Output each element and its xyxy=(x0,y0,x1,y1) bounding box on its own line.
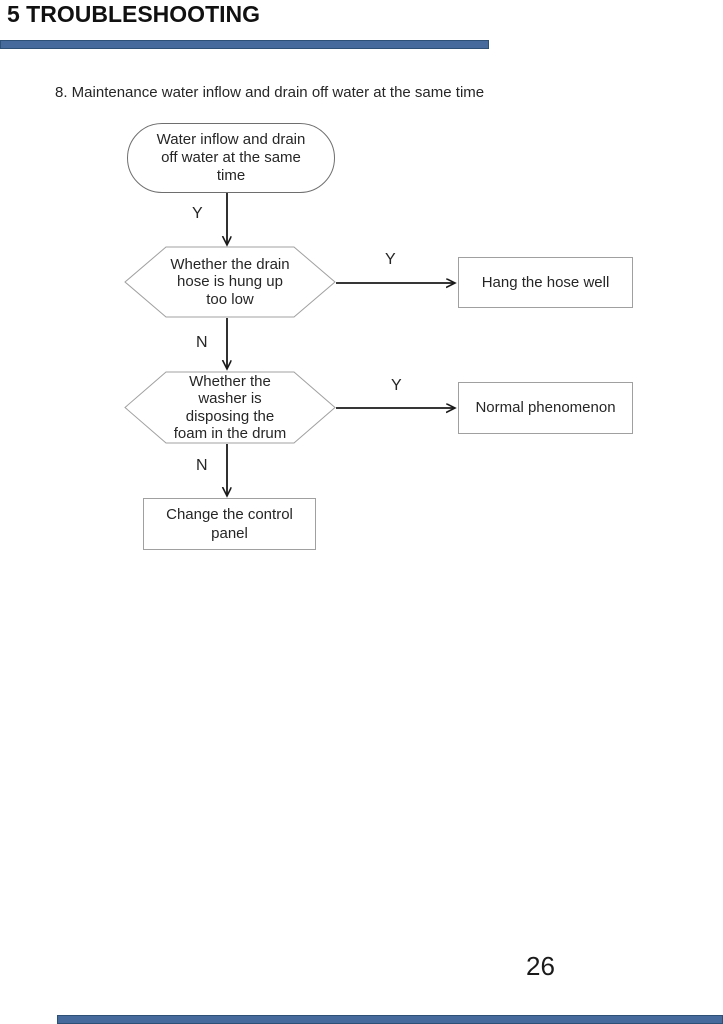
action3-line-2: panel xyxy=(211,525,248,542)
decision-drain-hose-text: Whether the drain hose is hung up too lo… xyxy=(124,246,336,318)
flowchart-start-terminator: Water inflow and drain off water at the … xyxy=(127,123,335,193)
flowchart-decision-drain-hose: Whether the drain hose is hung up too lo… xyxy=(124,246,336,318)
page-title: 5 TROUBLESHOOTING xyxy=(7,1,261,27)
decision2-line-4: foam in the drum xyxy=(173,425,287,442)
footer-accent-bar xyxy=(57,1015,723,1024)
decision2-line-2: washer is xyxy=(198,390,262,407)
title-underline-bar xyxy=(0,40,489,49)
flowchart-decision-foam-drum: Whether the washer is disposing the foam… xyxy=(124,371,336,444)
edge-label-start-yes: Y xyxy=(192,205,203,222)
decision2-line-1: Whether the xyxy=(189,372,271,390)
edge-label-decision2-yes: Y xyxy=(391,377,402,394)
edge-label-decision2-no: N xyxy=(196,457,208,474)
hexagon-shape xyxy=(124,371,336,444)
start-line-2: off water at the same xyxy=(161,149,301,166)
decision1-line-1: Whether the drain xyxy=(170,255,290,273)
action-change-panel-text: Change the control panel xyxy=(166,505,293,543)
start-line-3: time xyxy=(216,167,246,184)
flowchart-action-change-panel: Change the control panel xyxy=(143,498,316,550)
decision-foam-drum-text: Whether the washer is disposing the foam… xyxy=(124,371,336,444)
edge-label-decision1-yes: Y xyxy=(385,251,396,268)
action3-line-1: Change the control xyxy=(166,506,293,523)
edge-label-decision1-no: N xyxy=(196,334,208,351)
action-hang-hose-text: Hang the hose well xyxy=(481,273,610,291)
action-normal-text: Normal phenomenon xyxy=(475,399,616,416)
start-line-1: Water inflow and drain xyxy=(156,131,306,148)
hexagon-shape xyxy=(124,246,336,318)
decision2-line-3: disposing the xyxy=(185,407,275,425)
decision1-line-3: too low xyxy=(206,290,254,308)
page-number: 26 xyxy=(526,951,555,981)
decision1-line-2: hose is hung up xyxy=(177,273,283,291)
flowchart-action-hang-hose: Hang the hose well xyxy=(458,257,633,308)
section-subtitle: 8. Maintenance water inflow and drain of… xyxy=(55,84,485,101)
flowchart-action-normal-phenomenon: Normal phenomenon xyxy=(458,382,633,434)
start-terminator-text: Water inflow and drain off water at the … xyxy=(157,131,306,185)
